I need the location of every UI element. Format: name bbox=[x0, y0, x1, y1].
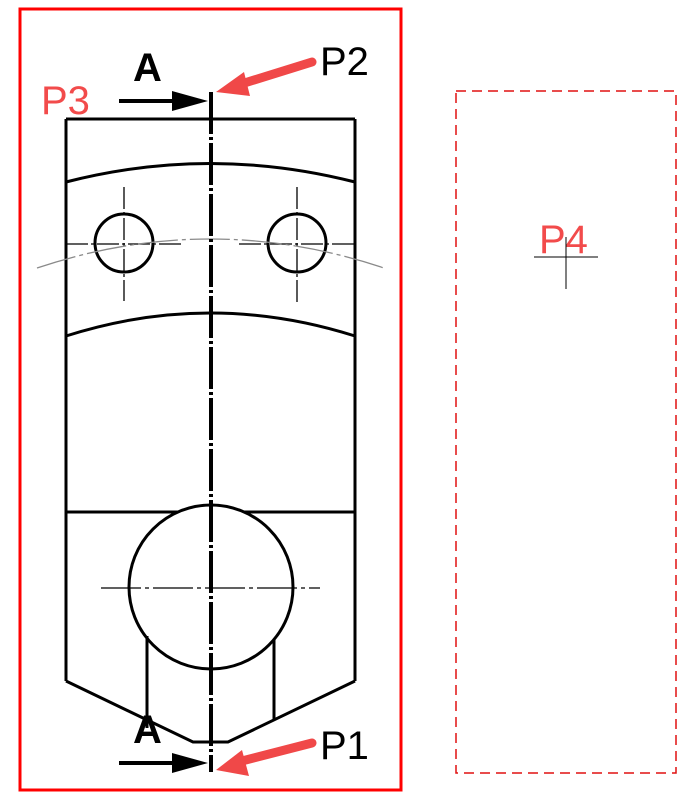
section-arrow-top-icon bbox=[119, 91, 208, 111]
callout-arrow-p1-icon bbox=[216, 738, 317, 776]
point-label-p1: P1 bbox=[320, 724, 369, 768]
dashed-target-frame bbox=[455, 90, 677, 774]
hole-centerlines bbox=[66, 187, 355, 302]
section-arrow-bottom-icon bbox=[119, 753, 208, 773]
solid-selection-frame bbox=[18, 7, 403, 792]
p4-crosshair-icon bbox=[534, 237, 598, 289]
point-label-p3: P3 bbox=[41, 79, 90, 123]
section-label-top: A bbox=[133, 46, 162, 90]
callout-arrow-p2-icon bbox=[216, 57, 317, 96]
section-label-bottom: A bbox=[133, 708, 162, 752]
point-label-p2: P2 bbox=[320, 40, 369, 84]
point-label-p4: P4 bbox=[539, 218, 588, 262]
